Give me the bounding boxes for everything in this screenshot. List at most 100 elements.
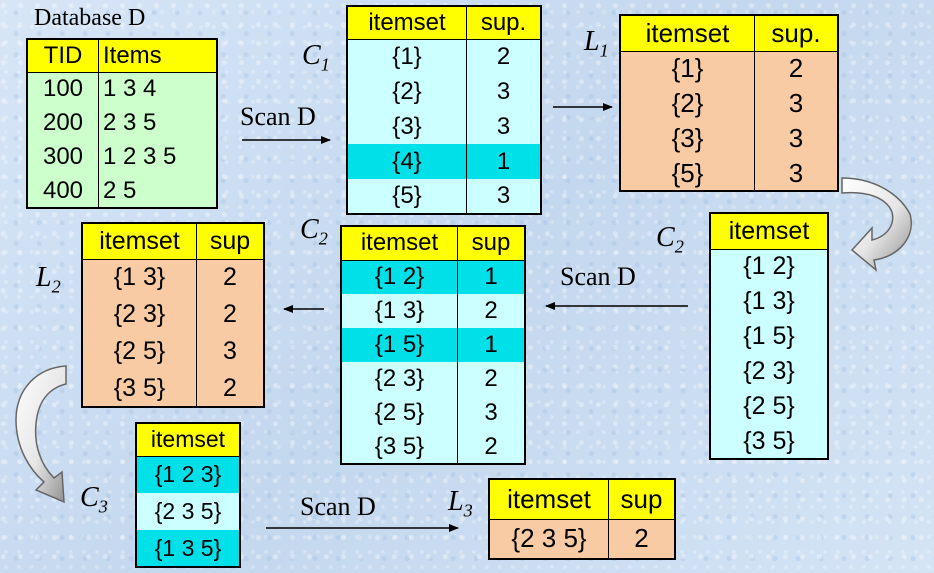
l2-table: itemset sup {1 3}2 {2 3}2 {2 5}3 {3 5}2 xyxy=(81,222,265,408)
table-cell: 2 xyxy=(754,51,839,86)
c1-table: itemset sup. {1}2 {2}3 {3}3 {4}1 {5}3 xyxy=(346,5,542,215)
table-cell: 2 xyxy=(196,296,265,333)
c2-candidates-table: itemset {1 2} {1 3} {1 5} {2 3} {2 5} {3… xyxy=(709,212,829,460)
header-itemset: itemset xyxy=(346,6,467,40)
c1-letter: C xyxy=(302,40,321,71)
table-cell: {5} xyxy=(619,156,755,191)
table-cell: 2 xyxy=(457,294,526,328)
c3-table: itemset {1 2 3} {2 3 5} {1 3 5} xyxy=(135,422,241,568)
table-cell: {1} xyxy=(346,39,467,74)
table-cell: 100 xyxy=(26,72,99,106)
l3-letter: L xyxy=(448,486,464,517)
table-cell: {1 5} xyxy=(340,328,458,362)
c2-mid-subscript: 2 xyxy=(318,228,328,249)
header-support: sup. xyxy=(754,15,839,52)
l3-label: L3 xyxy=(448,486,473,521)
table-cell: 1 xyxy=(466,144,542,179)
header-tid: TID xyxy=(26,39,99,73)
table-cell: {2 3 5} xyxy=(135,493,241,530)
curved-arrow-l2-to-c3 xyxy=(15,365,67,504)
table-cell: 2 xyxy=(196,370,265,407)
table-cell: 2 xyxy=(608,519,676,559)
c2-right-subscript: 2 xyxy=(674,236,684,257)
header-itemset: itemset xyxy=(709,213,829,250)
table-cell: 3 xyxy=(754,86,839,121)
table-cell: {1 3} xyxy=(81,259,197,296)
header-support: sup. xyxy=(466,6,542,40)
l3-subscript: 3 xyxy=(463,500,473,521)
header-itemset: itemset xyxy=(81,223,197,260)
table-cell: {3} xyxy=(619,121,755,156)
table-cell: 2 xyxy=(196,259,265,296)
l1-table: itemset sup. {1}2 {2}3 {3}3 {5}3 xyxy=(619,14,839,192)
table-cell: {1 3} xyxy=(709,284,829,319)
header-support: sup xyxy=(608,479,676,520)
l1-subscript: 1 xyxy=(599,40,609,61)
l1-letter: L xyxy=(584,26,600,57)
table-cell: {2} xyxy=(619,86,755,121)
scan-label-2: Scan D xyxy=(560,262,636,291)
table-cell: {1 5} xyxy=(709,319,829,354)
c2-mid-letter: C xyxy=(300,214,319,245)
table-cell: 2 5 xyxy=(98,174,218,208)
table-cell: 2 xyxy=(457,362,526,396)
c2-support-table: itemset sup {1 2}1 {1 3}2 {1 5}1 {2 3}2 … xyxy=(340,225,526,465)
table-cell: 1 2 3 5 xyxy=(98,140,218,174)
table-cell: {2 3 5} xyxy=(488,519,609,559)
table-cell: 1 xyxy=(457,260,526,294)
table-cell: 3 xyxy=(754,121,839,156)
c2-right-letter: C xyxy=(656,222,675,253)
c1-label: C1 xyxy=(302,40,330,75)
table-cell: {3} xyxy=(346,109,467,144)
table-cell: 3 xyxy=(457,396,526,430)
table-cell: {2 5} xyxy=(81,333,197,370)
table-cell: 1 xyxy=(457,328,526,362)
table-cell: 3 xyxy=(754,156,839,191)
table-cell: {2 3} xyxy=(709,354,829,389)
table-cell: {1 2} xyxy=(709,249,829,284)
header-itemset: itemset xyxy=(619,15,755,52)
table-cell: {2 3} xyxy=(81,296,197,333)
c2-right-label: C2 xyxy=(656,222,684,257)
table-cell: {3 5} xyxy=(340,430,458,464)
table-cell: {1 2 3} xyxy=(135,456,241,493)
table-cell: {4} xyxy=(346,144,467,179)
header-itemset: itemset xyxy=(340,226,458,261)
table-cell: 2 xyxy=(457,430,526,464)
table-cell: {1} xyxy=(619,51,755,86)
c3-letter: C xyxy=(80,482,99,513)
table-cell: 2 xyxy=(466,39,542,74)
l2-letter: L xyxy=(36,262,52,293)
l3-table: itemset sup {2 3 5}2 xyxy=(488,478,676,560)
table-cell: 3 xyxy=(466,74,542,109)
table-cell: 3 xyxy=(466,179,542,214)
scan-label-3: Scan D xyxy=(300,492,376,521)
table-cell: {1 3 5} xyxy=(135,530,241,567)
l2-subscript: 2 xyxy=(51,276,61,297)
table-cell: {5} xyxy=(346,179,467,214)
l1-label: L1 xyxy=(584,26,609,61)
c1-subscript: 1 xyxy=(320,54,330,75)
c2-mid-label: C2 xyxy=(300,214,328,249)
table-cell: {3 5} xyxy=(709,424,829,459)
table-cell: {3 5} xyxy=(81,370,197,407)
c3-label: C3 xyxy=(80,482,108,517)
table-cell: 300 xyxy=(26,140,99,174)
l2-label: L2 xyxy=(36,262,61,297)
scan-label-1: Scan D xyxy=(240,102,316,131)
table-cell: 2 3 5 xyxy=(98,106,218,140)
table-cell: 3 xyxy=(196,333,265,370)
header-support: sup xyxy=(196,223,265,260)
database-title: Database D xyxy=(34,5,146,31)
table-cell: 400 xyxy=(26,174,99,208)
curved-arrow-l1-to-c2 xyxy=(841,177,912,272)
c3-subscript: 3 xyxy=(98,496,108,517)
table-cell: {1 3} xyxy=(340,294,458,328)
table-cell: 3 xyxy=(466,109,542,144)
table-cell: {2 3} xyxy=(340,362,458,396)
table-cell: {2} xyxy=(346,74,467,109)
header-itemset: itemset xyxy=(135,423,241,457)
table-cell: {2 5} xyxy=(709,389,829,424)
